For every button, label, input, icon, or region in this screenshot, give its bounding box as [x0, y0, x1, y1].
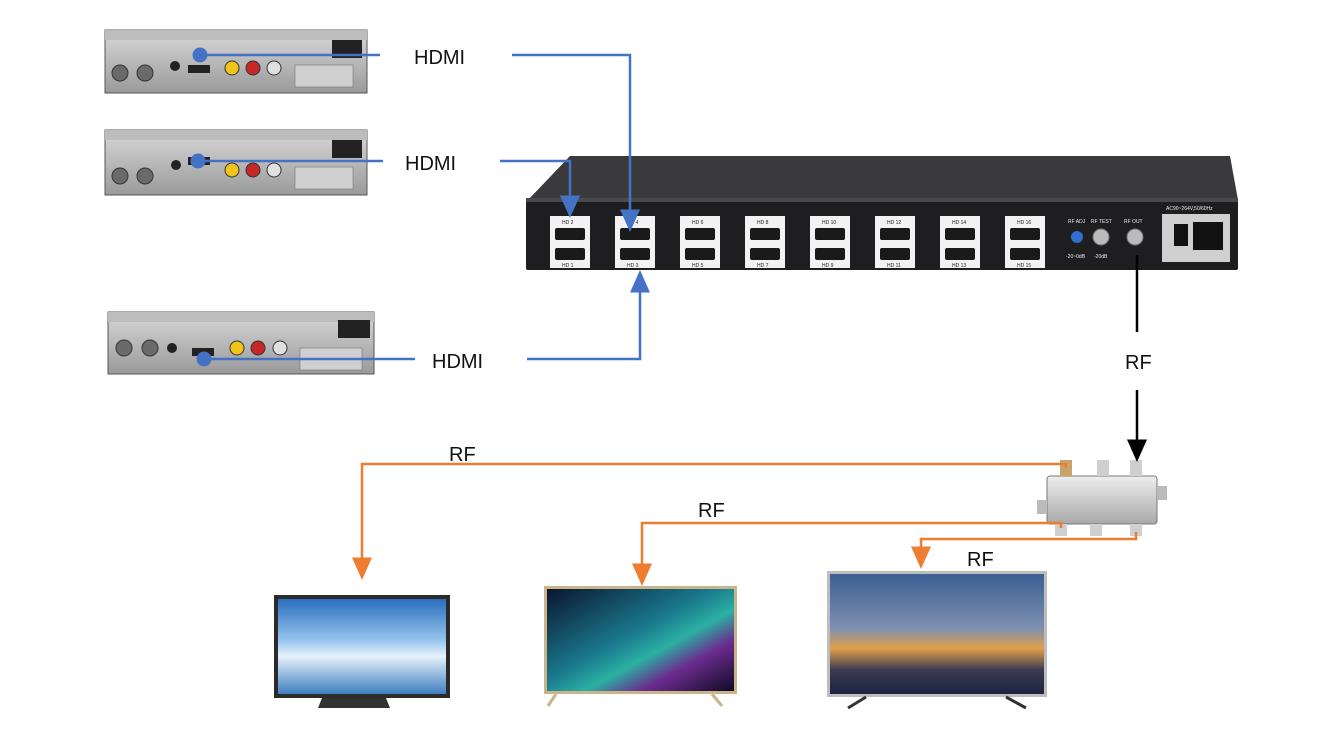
hdmi-port-label-bottom: HD 7	[757, 263, 769, 269]
hdmi-label-3: HDMI	[432, 351, 483, 373]
hdmi-port-label-top: HD 16	[1017, 220, 1031, 226]
rf-tv-connections	[352, 462, 1138, 586]
hdmi-label-1: HDMI	[414, 47, 465, 69]
rf-label-tv2: RF	[698, 500, 725, 522]
hdmi-port-label-top: HD 8	[757, 220, 769, 226]
hdmi-label-2: HDMI	[405, 153, 456, 175]
rf-splitter	[1037, 460, 1167, 536]
hdmi-port	[880, 248, 910, 260]
rf-controls: RF ADJ RF TEST RF OUT -20~0dB -20dB AC90…	[1066, 206, 1230, 262]
tv-3	[827, 571, 1047, 710]
hdmi-port-label-bottom: HD 11	[887, 263, 901, 269]
rf-test-label: RF TEST	[1091, 219, 1112, 225]
hdmi-port	[555, 228, 585, 240]
receiver-box-3	[107, 311, 375, 375]
rf-adj-knob[interactable]	[1071, 231, 1083, 243]
hdmi-port-label-top: HD 12	[887, 220, 901, 226]
rf-line-tv3	[911, 532, 1138, 569]
hdmi-port	[555, 248, 585, 260]
hdmi-connections	[190, 47, 650, 367]
power-spec-label: AC90~264V,50/60Hz	[1166, 206, 1213, 212]
hdmi-line-1b	[512, 53, 640, 232]
power-switch[interactable]	[1174, 224, 1188, 246]
hdmi-port	[750, 248, 780, 260]
hdmi-port-label-top: HD 2	[562, 220, 574, 226]
rf-adj-range: -20~0dB	[1066, 254, 1086, 260]
hdmi-port	[750, 228, 780, 240]
hdmi-port	[880, 228, 910, 240]
hdmi-port-label-top: HD 14	[952, 220, 966, 226]
hdmi-port	[685, 248, 715, 260]
receiver-box-1	[104, 29, 368, 94]
hdmi-port	[620, 248, 650, 260]
rf-test-connector	[1092, 228, 1110, 246]
rf-test-level: -20dB	[1094, 254, 1108, 260]
hdmi-port	[815, 248, 845, 260]
rf-out-label: RF OUT	[1124, 219, 1143, 225]
hdmi-port	[685, 228, 715, 240]
hdmi-port	[1010, 228, 1040, 240]
rf-label-tv1: RF	[449, 444, 476, 466]
power-socket	[1193, 222, 1223, 250]
hdmi-port	[815, 228, 845, 240]
rf-label-tv3: RF	[967, 549, 994, 571]
receiver-box-2	[104, 129, 368, 196]
hdmi-port-label-bottom: HD 5	[692, 263, 704, 269]
hdmi-line-2b	[500, 159, 580, 218]
tv-2	[544, 586, 737, 707]
rf-out-connector	[1126, 228, 1144, 246]
hdmi-port	[945, 248, 975, 260]
rf-label-main: RF	[1125, 352, 1152, 374]
hdmi-port-label-top: HD 10	[822, 220, 836, 226]
hdmi-port-label-top: HD 6	[692, 220, 704, 226]
rf-line-tv2	[632, 521, 1063, 586]
tv-1	[274, 595, 450, 708]
hdmi-port	[945, 228, 975, 240]
rf-line-tv1	[352, 462, 1068, 580]
hdmi-port-label-top: HD 4	[627, 220, 639, 226]
hdmi-port	[620, 228, 650, 240]
hdmi-port-label-bottom: HD 1	[562, 263, 574, 269]
hdmi-port-label-bottom: HD 15	[1017, 263, 1031, 269]
hdmi-port-label-bottom: HD 3	[627, 263, 639, 269]
hdmi-port-label-bottom: HD 13	[952, 263, 966, 269]
hdmi-port-label-bottom: HD 9	[822, 263, 834, 269]
hdmi-port	[1010, 248, 1040, 260]
rf-adj-label: RF ADJ	[1068, 219, 1086, 225]
hdmi-line-3b	[527, 270, 650, 361]
